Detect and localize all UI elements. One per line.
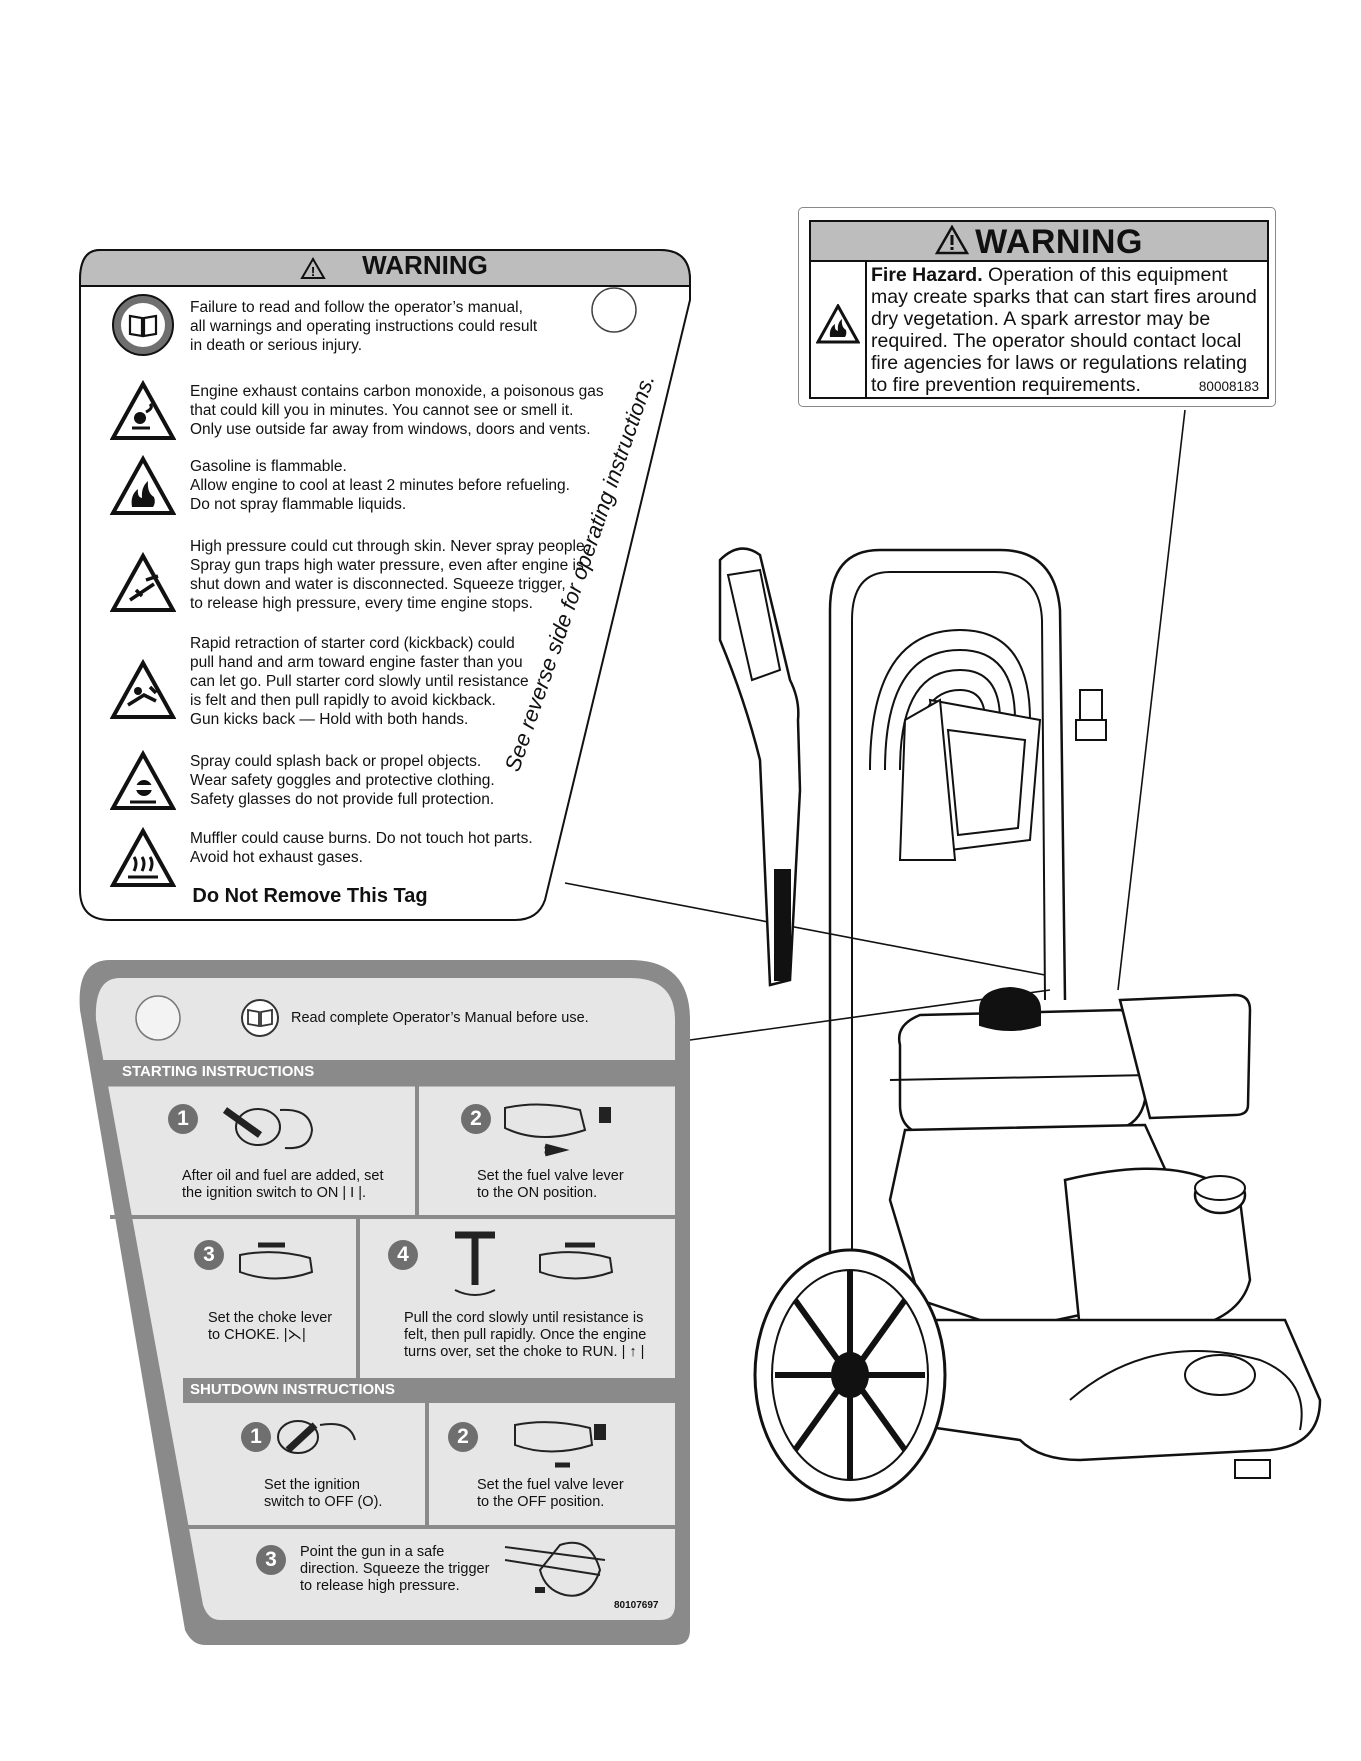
- hazard-text: Gasoline is flammable.Allow engine to co…: [190, 458, 570, 513]
- fire-hazard-icon: [816, 304, 860, 344]
- fire-label-header: WARNING: [811, 222, 1267, 262]
- manual-book-icon: [241, 999, 279, 1037]
- tag-footer: Do Not Remove This Tag: [192, 885, 428, 907]
- hazard-text: High pressure could cut through skin. Ne…: [190, 538, 589, 612]
- start-step-4-number: 4: [388, 1240, 418, 1270]
- start-step-4-text: Pull the cord slowly until resistance is…: [404, 1310, 647, 1360]
- hazard-text: Spray could splash back or propel object…: [190, 753, 495, 808]
- hazard-text: Muffler could cause burns. Do not touch …: [190, 830, 533, 866]
- hot-surface-hazard-icon: [110, 826, 176, 887]
- warning-tag-outline: !: [79, 249, 691, 921]
- fire-label-title: WARNING: [975, 223, 1143, 261]
- shutdown-step-1-number: 1: [241, 1422, 271, 1452]
- fire-label-code: 80008183: [1198, 379, 1259, 394]
- shutdown-header: SHUTDOWN INSTRUCTIONS: [190, 1381, 395, 1398]
- flame-hazard-icon: [110, 454, 176, 515]
- instructions-panel-shape: [79, 960, 690, 1645]
- warning-triangle-icon: [934, 224, 970, 264]
- kickback-hazard-icon: [110, 658, 176, 719]
- high-pressure-hazard-icon: [110, 551, 176, 612]
- fire-label-text: Fire Hazard. Operation of this equipment…: [871, 264, 1257, 396]
- warning-tag-title: WARNING: [362, 250, 488, 280]
- hazard-text: Rapid retraction of starter cord (kickba…: [190, 635, 529, 728]
- start-step-1-number: 1: [168, 1104, 198, 1134]
- fire-hazard-label: WARNING Fire Hazard. Operation of this e…: [798, 207, 1276, 407]
- svg-text:!: !: [311, 264, 315, 279]
- start-step-3-number: 3: [194, 1240, 224, 1270]
- read-manual-note: Read complete Operator’s Manual before u…: [291, 1010, 589, 1026]
- goggles-hazard-icon: [110, 749, 176, 810]
- start-step-2-number: 2: [461, 1104, 491, 1134]
- hazard-text: Failure to read and follow the operator’…: [190, 299, 538, 354]
- hazard-text: Engine exhaust contains carbon monoxide,…: [190, 383, 604, 438]
- shutdown-step-2-number: 2: [448, 1422, 478, 1452]
- instructions-code: 80107697: [614, 1600, 659, 1611]
- exhaust-hazard-icon: [110, 379, 176, 440]
- manual-book-icon: [112, 294, 174, 356]
- starting-header: STARTING INSTRUCTIONS: [122, 1063, 315, 1080]
- shutdown-step-3-number: 3: [256, 1545, 286, 1575]
